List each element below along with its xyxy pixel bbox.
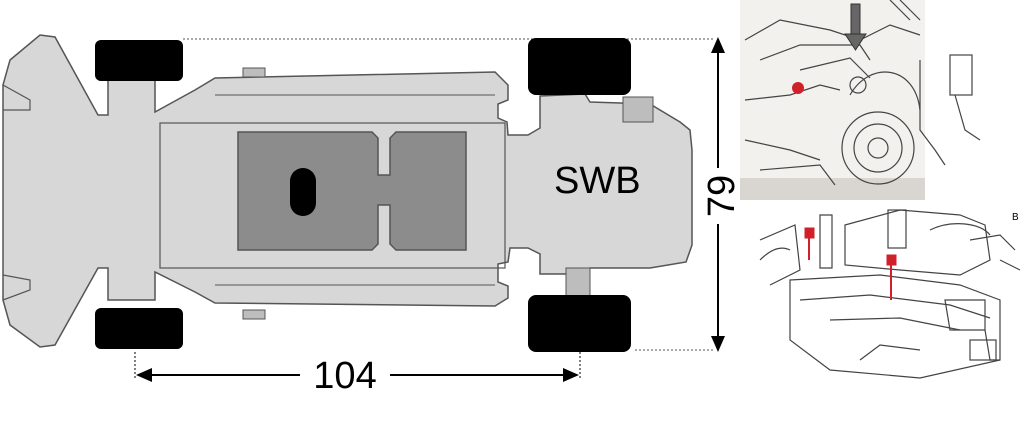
tire-rear-left bbox=[528, 38, 631, 95]
tire-rear-right bbox=[528, 295, 631, 352]
wheelbase-label: 104 bbox=[313, 355, 376, 397]
track-extension-lines bbox=[183, 38, 715, 351]
tire-front-left bbox=[95, 40, 183, 81]
switch-slot bbox=[290, 168, 316, 216]
track-width-label: 79 bbox=[701, 175, 743, 217]
tire-front-right bbox=[95, 308, 183, 349]
exploded-chassis-photo: B bbox=[740, 205, 1024, 423]
red-pin-icon bbox=[804, 227, 897, 300]
chassis-tabs bbox=[242, 67, 654, 320]
suspension-photo bbox=[740, 0, 981, 200]
chassis-label: SWB bbox=[554, 160, 641, 202]
battery-compartment bbox=[237, 131, 467, 251]
photo-letter-b: B bbox=[1012, 212, 1019, 223]
tires bbox=[95, 38, 631, 352]
red-screw-icon bbox=[792, 82, 804, 94]
